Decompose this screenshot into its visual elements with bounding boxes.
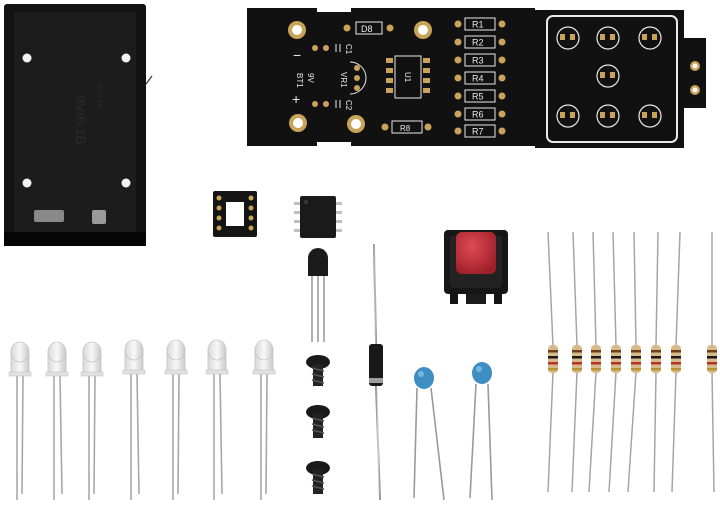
led-6	[205, 339, 229, 500]
label-9v: 9V	[306, 73, 315, 83]
resistor-5	[627, 231, 641, 493]
ic-footprint	[312, 24, 430, 108]
led-row	[8, 339, 276, 500]
resistor-6	[651, 231, 661, 493]
battery-holder-small-text: 9V/6.1B	[96, 84, 103, 109]
led-1	[8, 341, 32, 500]
resistor-1	[547, 231, 558, 493]
screw-3	[306, 461, 330, 494]
led-3	[80, 341, 104, 500]
label-r8: R8	[400, 124, 411, 133]
led-5	[164, 339, 188, 500]
resistor-footprints	[355, 17, 506, 138]
resistor-3	[588, 231, 601, 493]
label-plus: +	[292, 91, 300, 107]
label-r1: R1	[472, 20, 484, 30]
led-pads	[556, 26, 662, 128]
label-r5: R5	[472, 92, 484, 102]
label-r6: R6	[472, 110, 484, 120]
led-4	[122, 339, 146, 500]
label-minus: −	[293, 47, 301, 63]
label-r7: R7	[472, 127, 484, 137]
resistor-4	[608, 231, 621, 493]
battery-holder: 9V/6.1B 9V/6.1B	[4, 4, 153, 246]
label-u1: U1	[403, 72, 412, 83]
pcb-board: D8 U1 VR1 C1 C2 BT1 9V − + R8 R1R2R3R4R5…	[247, 8, 706, 148]
label-bt1: BT1	[295, 73, 304, 88]
resistor-7	[671, 231, 681, 493]
label-r3: R3	[472, 56, 484, 66]
ic-socket	[213, 191, 257, 237]
resistor-8	[707, 232, 717, 493]
screw-2	[306, 405, 330, 438]
label-r4: R4	[472, 74, 484, 84]
led-2	[45, 341, 69, 500]
battery-holder-embossed-text: 9V/6.1B	[73, 95, 89, 145]
label-d8: D8	[361, 24, 373, 34]
ceramic-capacitor-1	[413, 367, 445, 501]
ic-chip	[294, 196, 342, 238]
diode	[369, 243, 383, 501]
led-7	[252, 339, 276, 500]
resistor-row	[547, 231, 717, 493]
label-c1: C1	[344, 44, 353, 55]
label-r2: R2	[472, 38, 484, 48]
push-button	[444, 230, 508, 304]
screw-1	[306, 355, 330, 386]
ceramic-capacitor-2	[469, 362, 493, 501]
label-vr1: VR1	[339, 72, 348, 88]
label-c2: C2	[344, 100, 353, 111]
resistor-2	[571, 231, 582, 493]
voltage-regulator-transistor	[308, 248, 328, 342]
